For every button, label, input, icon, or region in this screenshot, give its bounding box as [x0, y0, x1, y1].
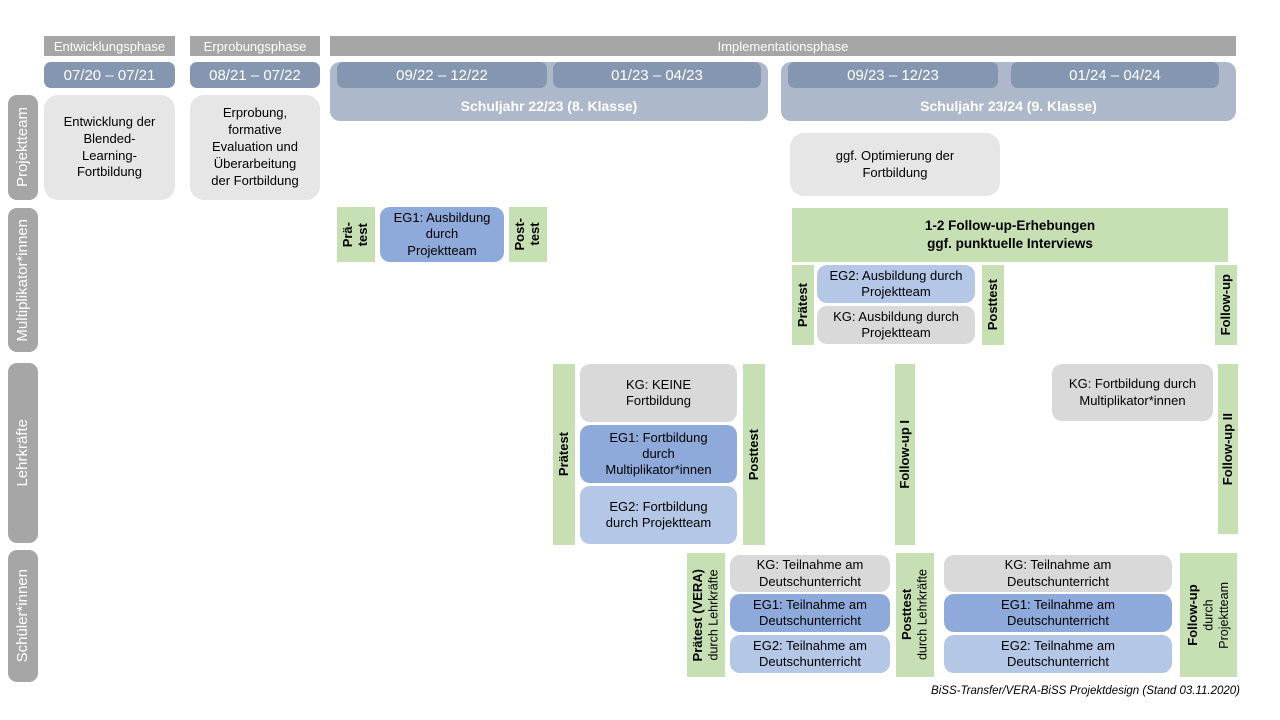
- box-praetest-vera-schueler: Prätest (VERA) durch Lehrkräfte: [687, 553, 725, 677]
- box-praetest-lehrkraefte: Prätest: [553, 364, 575, 545]
- box-eg2-teilnahme-2: EG2: Teilnahme am Deutschunterricht: [944, 635, 1172, 673]
- box-text: Prätest: [794, 282, 810, 328]
- box-text: EG1: Fortbildung durch Multiplikator*inn…: [605, 429, 712, 478]
- date-range-0124-0424: 01/24 – 04/24: [1011, 62, 1219, 88]
- date-range-0923-1223: 09/23 – 12/23: [788, 62, 998, 88]
- box-text: 1-2 Follow-up-Erhebungen ggf. punktuelle…: [924, 218, 1096, 251]
- date-range-0720-0721: 07/20 – 07/21: [44, 62, 175, 88]
- box-posttest-lehrkraefte: Posttest: [743, 364, 765, 545]
- box-text: KG: KEINE Fortbildung: [625, 376, 692, 408]
- box-text: Posttest: [745, 428, 761, 481]
- box-erprobung-evaluation: Erprobung, formative Evaluation und Über…: [190, 95, 320, 200]
- box-text: Post- test: [512, 218, 542, 251]
- box-optimierung-fortbildung: ggf. Optimierung der Fortbildung: [790, 133, 1000, 196]
- box-text-sub: durch Lehrkräfte: [915, 569, 930, 661]
- box-text-sub: durch Lehrkräfte: [706, 569, 721, 661]
- row-label-lehrkraefte: Lehrkräfte: [8, 363, 38, 543]
- box-text: EG2: Ausbildung durch Projektteam: [829, 267, 963, 299]
- vertical-text-group: Prätest (VERA) durch Lehrkräfte: [690, 569, 722, 661]
- phase-bar-entwicklung: Entwicklungsphase: [44, 36, 175, 56]
- box-posttest-kurz-multiplikatoren: Post- test: [509, 207, 547, 262]
- box-text: KG: Teilnahme am Deutschunterricht: [756, 557, 864, 589]
- box-text: Entwicklung der Blended- Learning- Fortb…: [63, 113, 156, 180]
- date-range-label: 08/21 – 07/22: [209, 66, 301, 84]
- date-range-label: 09/23 – 12/23: [847, 66, 939, 84]
- box-text: KG: Teilnahme am Deutschunterricht: [1004, 557, 1112, 589]
- box-kg-teilnahme-1: KG: Teilnahme am Deutschunterricht: [730, 555, 890, 592]
- box-text: EG1: Teilnahme am Deutschunterricht: [1001, 596, 1115, 628]
- vertical-text-group: Follow-up durch Projektteam: [1185, 582, 1233, 649]
- box-kg-ausbildung: KG: Ausbildung durch Projektteam: [817, 306, 975, 344]
- row-label-schueler: Schüler*innen: [8, 550, 38, 682]
- date-range-0123-0423: 01/23 – 04/23: [553, 62, 761, 88]
- box-posttest-schueler: Posttest durch Lehrkräfte: [896, 553, 934, 677]
- box-text: Prätest: [555, 432, 571, 477]
- box-text-main: Posttest: [899, 589, 915, 641]
- box-text: Prä- test: [340, 221, 370, 248]
- box-text: Posttest: [984, 279, 1000, 331]
- box-kg-teilnahme-2: KG: Teilnahme am Deutschunterricht: [944, 555, 1172, 592]
- box-eg2-ausbildung: EG2: Ausbildung durch Projektteam: [817, 265, 975, 303]
- schoolyear-label-23-24: Schuljahr 23/24 (9. Klasse): [920, 98, 1097, 114]
- box-text: EG1: Teilnahme am Deutschunterricht: [753, 596, 867, 628]
- box-kg-keine-fortbildung: KG: KEINE Fortbildung: [580, 364, 737, 422]
- phase-label-erprobung: Erprobungsphase: [203, 38, 307, 54]
- date-range-label: 01/23 – 04/23: [611, 66, 703, 84]
- date-range-0922-1222: 09/22 – 12/22: [337, 62, 547, 88]
- box-eg1-teilnahme-1: EG1: Teilnahme am Deutschunterricht: [730, 594, 890, 632]
- box-posttest-multiplikatoren: Posttest: [982, 265, 1004, 345]
- box-followup1-lehrkraefte: Follow-up I: [895, 364, 915, 545]
- row-label-text: Multiplikator*innen: [14, 218, 32, 342]
- date-range-0821-0722: 08/21 – 07/22: [190, 62, 320, 88]
- box-eg2-fortbildung: EG2: Fortbildung durch Projektteam: [580, 486, 737, 544]
- box-eg2-teilnahme-1: EG2: Teilnahme am Deutschunterricht: [730, 635, 890, 673]
- box-followup-schueler: Follow-up durch Projektteam: [1180, 553, 1237, 677]
- phase-bar-implementation: Implementationsphase: [330, 36, 1236, 56]
- phase-label-entwicklung: Entwicklungsphase: [53, 38, 166, 54]
- box-text: KG: Ausbildung durch Projektteam: [833, 308, 959, 340]
- date-range-label: 09/22 – 12/22: [396, 66, 488, 84]
- date-range-label: 01/24 – 04/24: [1069, 66, 1161, 84]
- box-kg-fortbildung-multiplikatoren: KG: Fortbildung durch Multiplikator*inne…: [1052, 364, 1213, 421]
- phase-label-implementation: Implementationsphase: [717, 38, 849, 54]
- box-text-sub: durch Projektteam: [1201, 581, 1231, 649]
- box-praetest-multiplikatoren: Prätest: [792, 265, 814, 345]
- diagram-caption: BiSS-Transfer/VERA-BiSS Projektdesign (S…: [931, 685, 1240, 697]
- box-followup-erhebungen: 1-2 Follow-up-Erhebungen ggf. punktuelle…: [792, 208, 1228, 262]
- row-label-text: Schüler*innen: [14, 569, 32, 663]
- box-text: Follow-up I: [896, 420, 912, 489]
- phase-bar-erprobung: Erprobungsphase: [190, 36, 320, 56]
- box-text: EG2: Teilnahme am Deutschunterricht: [1001, 637, 1115, 669]
- box-text: Erprobung, formative Evaluation und Über…: [211, 105, 299, 188]
- schoolyear-label-22-23: Schuljahr 22/23 (8. Klasse): [460, 98, 638, 114]
- box-praetest-kurz-multiplikatoren: Prä- test: [337, 207, 375, 262]
- box-text: EG1: Ausbildung durch Projektteam: [393, 210, 491, 258]
- box-text-main: Prätest (VERA): [690, 568, 706, 662]
- row-label-text: Lehrkräfte: [14, 419, 32, 487]
- box-eg1-fortbildung: EG1: Fortbildung durch Multiplikator*inn…: [580, 425, 737, 483]
- box-text: Follow-up II: [1219, 412, 1235, 486]
- row-label-text: Projektteam: [14, 107, 32, 188]
- box-text: Follow-up: [1217, 274, 1233, 336]
- box-entwicklung-fortbildung: Entwicklung der Blended- Learning- Fortb…: [44, 95, 175, 200]
- box-eg1-teilnahme-2: EG1: Teilnahme am Deutschunterricht: [944, 594, 1172, 632]
- box-followup-multiplikatoren: Follow-up: [1215, 265, 1237, 345]
- date-range-label: 07/20 – 07/21: [63, 66, 156, 84]
- row-label-projektteam: Projektteam: [8, 95, 38, 200]
- box-eg1-ausbildung: EG1: Ausbildung durch Projektteam: [380, 207, 504, 262]
- box-text: EG2: Fortbildung durch Projektteam: [605, 498, 712, 530]
- box-followup2-lehrkraefte: Follow-up II: [1218, 364, 1238, 534]
- box-text-main: Follow-up: [1184, 584, 1200, 646]
- vertical-text-group: Posttest durch Lehrkräfte: [899, 569, 931, 660]
- box-text: ggf. Optimierung der Fortbildung: [835, 147, 955, 180]
- box-text: EG2: Teilnahme am Deutschunterricht: [753, 637, 867, 669]
- row-label-multiplikatoren: Multiplikator*innen: [8, 208, 38, 352]
- box-text: KG: Fortbildung durch Multiplikator*inne…: [1068, 376, 1197, 408]
